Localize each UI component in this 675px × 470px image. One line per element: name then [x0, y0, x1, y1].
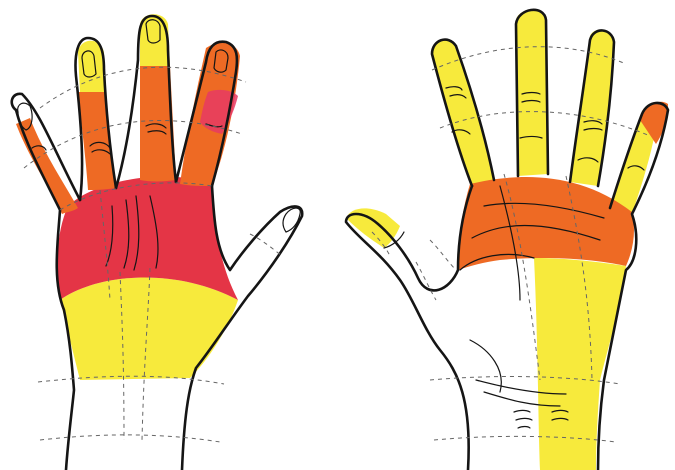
dorsal-ring-tip — [140, 14, 170, 66]
palmar-hand — [346, 10, 668, 470]
dorsal-hand — [12, 14, 302, 470]
dorsal-color-fills — [16, 14, 240, 380]
palmar-little-finger — [610, 120, 656, 214]
palmar-palm-zone — [458, 177, 634, 270]
palmar-middle-finger — [516, 10, 548, 176]
